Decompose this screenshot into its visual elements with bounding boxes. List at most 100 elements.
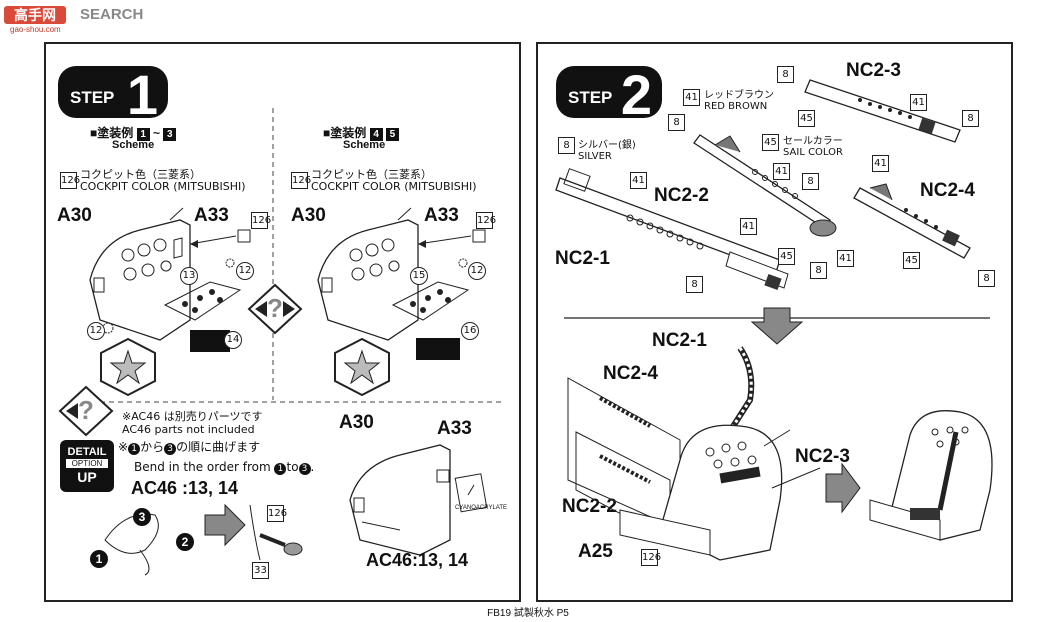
watermark-site: gao-shou.com	[10, 25, 61, 34]
step1-option-question-icon: ?	[247, 283, 303, 335]
step1-left-p12b: 12	[87, 322, 105, 340]
detail-note1-jp: ※AC46 は別売りパーツです	[122, 410, 263, 423]
detail-ac46-label2: AC46:13, 14	[366, 550, 469, 570]
color-45-en: SAIL COLOR	[783, 147, 843, 158]
step1-left-color-en: COCKPIT COLOR (MITSUBISHI)	[80, 180, 246, 193]
step1-badge: STEP 1	[58, 63, 168, 126]
lower-p126: 126	[641, 549, 661, 566]
callout-45-b: 45	[778, 248, 795, 265]
scheme-sep: ~	[152, 126, 160, 140]
step2-seat-assembly-drawing	[567, 346, 993, 561]
scheme-num-4: 4	[369, 128, 383, 141]
color-8-jp: シルバー(銀)	[578, 140, 636, 151]
detail-bend-drawing	[104, 503, 303, 576]
callout-41-f: 41	[837, 250, 854, 267]
detail-cyano-label: CYANOACRYLATE	[455, 505, 508, 511]
step1-left-scheme-en: Scheme	[112, 139, 155, 151]
callout-41-b: 41	[630, 172, 647, 189]
callout-45-a: 45	[798, 110, 815, 127]
note2-en-n1: 1	[274, 463, 287, 475]
watermark-logo: 高手网 SEARCH gao-shou.com	[4, 4, 164, 34]
step1-left-p14: 14	[224, 331, 242, 349]
note2-mark: ※	[118, 440, 129, 454]
color-45-jp: セールカラー	[783, 136, 843, 147]
color-41-en: RED BROWN	[704, 101, 768, 112]
color-45-num: 45	[762, 134, 779, 151]
scheme-jp: ■塗装例	[90, 126, 134, 140]
step1-right-a30: A30	[291, 205, 326, 226]
callout-8-d: 8	[802, 173, 819, 190]
callout-41-d: 41	[872, 155, 889, 172]
step1-left-p12a: 12	[236, 262, 254, 280]
scheme-num-1: 1	[136, 128, 150, 141]
scheme-num-5: 5	[385, 128, 399, 141]
page-footer: FB19 試製秋水 P5	[487, 608, 569, 619]
callout-8-e: 8	[686, 276, 703, 293]
step1-left-p13: 13	[180, 267, 198, 285]
up-word: UP	[77, 469, 97, 485]
detail-p126: 126	[267, 505, 287, 522]
step1-left-scheme: ■塗装例 1 ~ 3	[90, 124, 177, 141]
color-41-num: 41	[683, 89, 700, 106]
detail-question-icon: ?	[58, 385, 114, 437]
step1-right-p12: 12	[468, 262, 486, 280]
detail-ac46-label: AC46 :13, 14	[131, 478, 239, 498]
step1-left-color-jp: コクピット色（三菱系）	[80, 168, 201, 181]
nc2-4-label: NC2-4	[920, 180, 975, 201]
scheme-jp: ■塗装例	[323, 126, 367, 140]
step1-right-scheme: ■塗装例 4 5	[323, 124, 399, 141]
step1-right-color-num: 126	[291, 172, 311, 189]
watermark-brand: SEARCH	[80, 6, 144, 23]
nc2-1-label: NC2-1	[555, 248, 610, 269]
callout-8-c: 8	[668, 114, 685, 131]
step1-right-p126: 126	[476, 212, 496, 229]
note2-en-n3: 3	[298, 463, 311, 475]
callout-8-b: 8	[962, 110, 979, 127]
step1-left-color-num: 126	[60, 172, 80, 189]
detail-word: DETAIL	[67, 446, 107, 458]
step1-right-star-badge	[334, 337, 390, 397]
lower-nc2-4-label: NC2-4	[603, 363, 658, 384]
step1-right-scheme-en: Scheme	[343, 139, 386, 151]
detail-note1-en: AC46 parts not included	[122, 423, 255, 436]
detail-a30: A30	[339, 412, 374, 433]
detail-a33: A33	[437, 418, 472, 439]
callout-8-f: 8	[810, 262, 827, 279]
step1-left-cockpit-drawing	[89, 207, 251, 352]
step1-left-a30: A30	[57, 205, 92, 226]
scheme-num-3: 3	[163, 128, 177, 141]
lower-nc2-2-label: NC2-2	[562, 496, 617, 517]
step2-badge: STEP 2	[556, 63, 662, 126]
detail-option-badge: DETAIL OPTION UP	[60, 440, 114, 492]
detail-n3: 3	[133, 508, 151, 526]
note2-from: から	[140, 440, 165, 454]
step2-belts-drawing	[555, 79, 971, 291]
step1-right-color-en: COCKPIT COLOR (MITSUBISHI)	[311, 180, 477, 193]
step1-right-cockpit-drawing	[317, 207, 486, 360]
step2-number: 2	[620, 63, 652, 126]
lower-a25-label: A25	[578, 541, 613, 562]
callout-8-a: 8	[777, 66, 794, 83]
detail-n1: 1	[90, 550, 108, 568]
step1-right-a33: A33	[424, 205, 459, 226]
callout-8-g: 8	[978, 270, 995, 287]
nc2-3-label: NC2-3	[846, 60, 901, 81]
color-8-num: 8	[558, 137, 575, 154]
callout-45-c: 45	[903, 252, 920, 269]
note2-en-to: to	[286, 460, 299, 474]
lower-nc2-1-label: NC2-1	[652, 330, 707, 351]
step1-left-p126: 126	[251, 212, 271, 229]
watermark-logo-mark: 高手网	[4, 6, 66, 24]
detail-p33: 33	[252, 562, 269, 579]
note2-order: の順に曲げます	[176, 440, 261, 454]
note2-n3: 3	[164, 443, 177, 455]
color-8-en: SILVER	[578, 151, 612, 162]
note2-n1: 1	[128, 443, 141, 455]
svg-text:?: ?	[267, 293, 283, 323]
svg-text:?: ?	[78, 395, 94, 425]
step1-left-a33: A33	[194, 205, 229, 226]
option-word: OPTION	[66, 459, 108, 468]
